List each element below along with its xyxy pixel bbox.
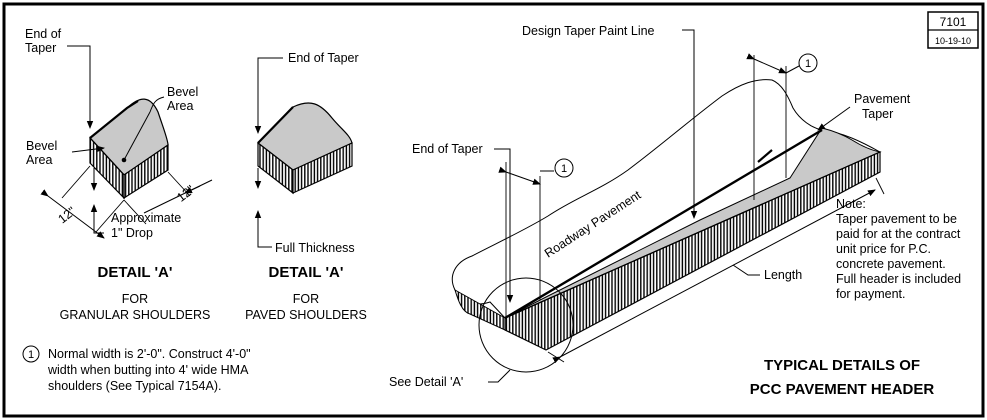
sheet-title-line1: TYPICAL DETAILS OF	[764, 357, 920, 374]
granular-dim-right: 12"	[174, 182, 197, 204]
granular-end-of-taper-line2: Taper	[25, 41, 56, 55]
label-pavement-taper-line2: Taper	[862, 107, 893, 121]
note-heading: Note:	[836, 197, 866, 211]
paved-end-of-taper: End of Taper	[288, 51, 359, 65]
svg-text:1: 1	[28, 349, 34, 361]
label-see-detail: See Detail 'A'	[389, 375, 463, 389]
detail-paved-drawing	[254, 57, 353, 248]
granular-drop-line2: 1" Drop	[111, 226, 153, 240]
svg-text:1: 1	[561, 163, 567, 175]
note-line5: Full header is included	[836, 272, 961, 286]
marker-top: 1	[798, 53, 818, 73]
note-line2: paid for at the contract	[836, 227, 961, 241]
granular-for: FOR	[122, 292, 148, 306]
footnote-line1: Normal width is 2'-0". Construct 4'-0"	[48, 347, 251, 361]
granular-subtitle: GRANULAR SHOULDERS	[60, 308, 211, 322]
note-line6: for payment.	[836, 287, 905, 301]
label-design-taper-paint-line: Design Taper Paint Line	[522, 24, 655, 38]
note-line3: unit price for P.C.	[836, 242, 931, 256]
marker-mid: 1	[554, 158, 574, 178]
paved-subtitle: PAVED SHOULDERS	[245, 308, 367, 322]
granular-bevel-area-left-line1: Bevel	[26, 139, 57, 153]
sheet-number-box: 7101 10-19-10	[927, 11, 979, 49]
granular-bevel-area-left-line2: Area	[26, 153, 52, 167]
footnote-line2: width when butting into 4' wide HMA	[47, 363, 249, 377]
paved-full-thickness: Full Thickness	[275, 241, 355, 255]
detail-granular-drawing	[40, 45, 213, 239]
sheet-number: 7101	[940, 15, 967, 29]
granular-bevel-area-top-line1: Bevel	[167, 85, 198, 99]
sheet-title-line2: PCC PAVEMENT HEADER	[750, 381, 935, 398]
note-line1: Taper pavement to be	[836, 212, 957, 226]
granular-dim-left: 12"	[55, 204, 78, 226]
granular-drop-line1: Approximate	[111, 211, 181, 225]
paved-detail-title: DETAIL 'A'	[269, 264, 344, 281]
svg-text:1: 1	[805, 58, 811, 70]
main-isometric-drawing	[451, 29, 885, 383]
label-pavement-taper-line1: Pavement	[854, 92, 911, 106]
granular-detail-title: DETAIL 'A'	[98, 264, 173, 281]
label-length: Length	[764, 268, 802, 282]
granular-end-of-taper-line1: End of	[25, 27, 62, 41]
footnote-marker: 1	[22, 345, 40, 363]
footnote-line3: shoulders (See Typical 7154A).	[48, 379, 221, 393]
sheet-date: 10-19-10	[935, 36, 971, 46]
note-line4: concrete pavement.	[836, 257, 946, 271]
label-end-of-taper: End of Taper	[412, 142, 483, 156]
paved-for: FOR	[293, 292, 319, 306]
granular-bevel-area-top-line2: Area	[167, 99, 193, 113]
